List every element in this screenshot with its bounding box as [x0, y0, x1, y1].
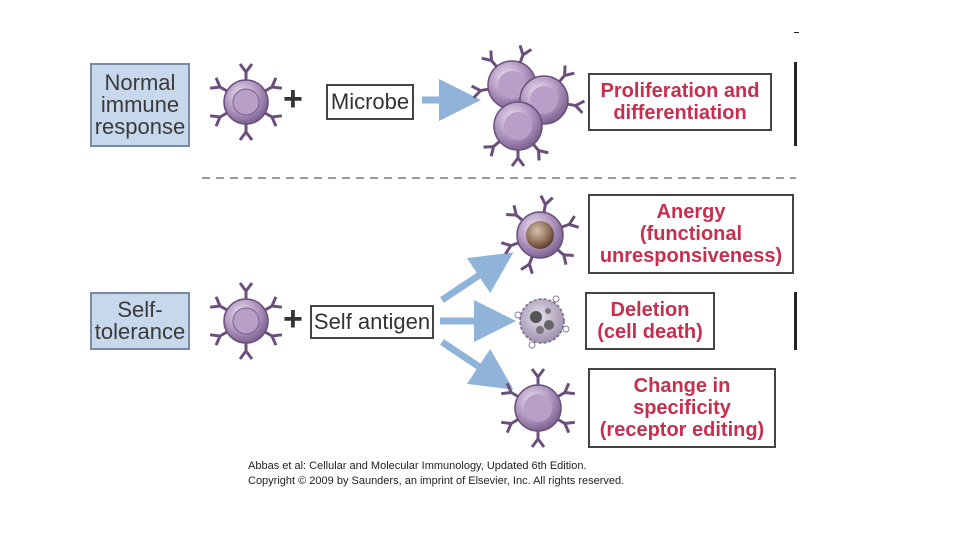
anergic-cell-icon: [499, 194, 581, 276]
arrow-icon: [440, 339, 514, 390]
caption-line-1: Abbas et al: Cellular and Molecular Immu…: [248, 460, 587, 472]
receptor-editing-outcome-box: Change in specificity (receptor editing): [588, 368, 776, 448]
edge-fragment: [794, 292, 797, 350]
caption-line-2: Copyright © 2009 by Saunders, an imprint…: [248, 475, 625, 487]
lymphocyte-cell-icon: [208, 281, 284, 361]
self-tolerance-label: Self- tolerance: [90, 292, 190, 350]
normal-immune-response-label: Normal immune response: [90, 63, 190, 147]
plus-icon: +: [283, 300, 303, 338]
deletion-outcome-box: Deletion (cell death): [585, 292, 715, 350]
figure-caption: Abbas et al: Cellular and Molecular Immu…: [248, 459, 624, 489]
plus-icon: +: [283, 80, 303, 118]
microbe-box: Microbe: [326, 84, 414, 120]
apoptotic-cell-icon: [514, 295, 570, 349]
edge-tick: [794, 32, 799, 33]
arrow-icon: [440, 252, 514, 303]
edge-fragment: [794, 62, 797, 146]
self-antigen-box: Self antigen: [310, 305, 434, 339]
edited-cell-icon: [499, 367, 577, 449]
proliferating-cells-icon: [470, 43, 586, 168]
proliferation-outcome-box: Proliferation and differentiation: [588, 73, 772, 131]
lymphocyte-cell-icon: [208, 62, 284, 142]
anergy-outcome-box: Anergy (functional unresponsiveness): [588, 194, 794, 274]
